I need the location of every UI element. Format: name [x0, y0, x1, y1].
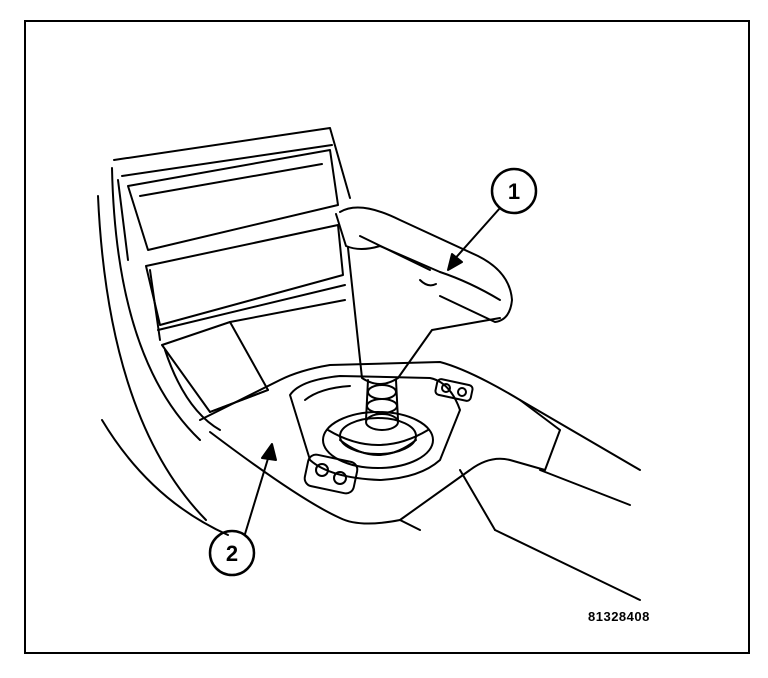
console-switch-right [434, 378, 474, 402]
callout-2 [208, 443, 277, 577]
figure-id-label: 81328408 [588, 609, 650, 624]
shift-bezel-trim [199, 361, 641, 601]
lower-storage-bin [145, 224, 346, 341]
console-left-edge [97, 167, 229, 536]
upper-storage-bin [127, 149, 339, 251]
shift-knob [335, 206, 513, 385]
callout-1-number: 1 [508, 179, 520, 204]
shift-boot [322, 411, 434, 469]
figure-border [24, 20, 750, 654]
bezel-housing [113, 127, 351, 261]
shift-lever-shaft [365, 379, 399, 431]
callout-2-number: 2 [226, 541, 238, 566]
cupholder-recess [161, 299, 346, 431]
callout-1 [447, 167, 538, 271]
console-switch-left [303, 453, 359, 495]
